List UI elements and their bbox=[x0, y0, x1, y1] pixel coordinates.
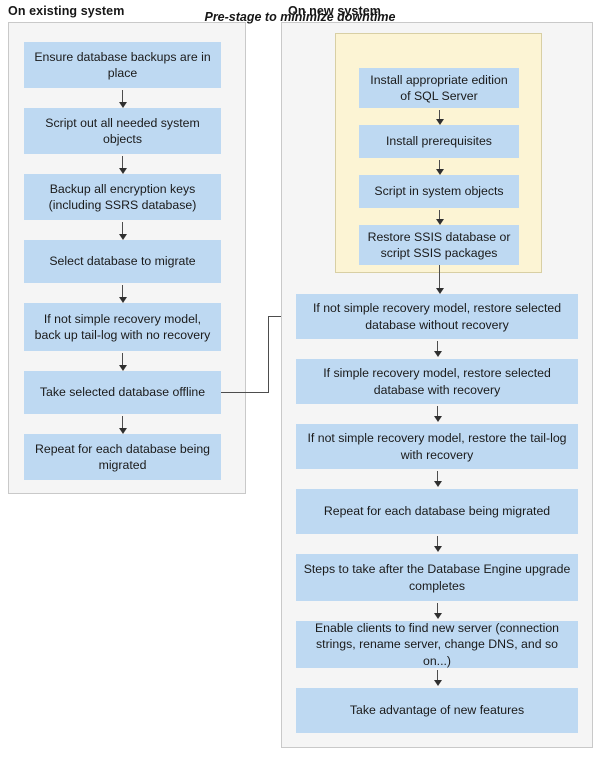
node-install-sql-server[interactable]: Install appropriate edition of SQL Serve… bbox=[359, 68, 519, 108]
connector-horizontal-from-offline bbox=[221, 392, 269, 394]
arrow-down bbox=[433, 341, 442, 357]
node-label: Repeat for each database being migrated bbox=[34, 441, 211, 473]
column-title-new-system: On new system bbox=[288, 4, 381, 18]
node-label: If not simple recovery model, back up ta… bbox=[34, 311, 211, 343]
prestage-group-label: Pre-stage to minimize downtime bbox=[204, 10, 396, 24]
node-label: Ensure database backups are in place bbox=[34, 49, 211, 81]
arrow-down bbox=[118, 90, 127, 108]
arrow-down bbox=[435, 210, 444, 225]
arrow-down bbox=[118, 416, 127, 434]
node-repeat-each-database[interactable]: Repeat for each database being migrated bbox=[24, 434, 221, 480]
node-restore-ssis-database[interactable]: Restore SSIS database or script SSIS pac… bbox=[359, 225, 519, 265]
node-ensure-backups[interactable]: Ensure database backups are in place bbox=[24, 42, 221, 88]
node-label: Install prerequisites bbox=[386, 134, 492, 149]
arrow-down bbox=[433, 536, 442, 552]
arrow-down bbox=[433, 670, 442, 686]
arrow-down bbox=[118, 285, 127, 303]
node-backup-tail-log[interactable]: If not simple recovery model, back up ta… bbox=[24, 303, 221, 351]
node-restore-without-recovery[interactable]: If not simple recovery model, restore se… bbox=[296, 294, 578, 339]
node-label: Steps to take after the Database Engine … bbox=[303, 562, 571, 593]
arrow-down bbox=[118, 156, 127, 174]
arrow-down bbox=[435, 110, 444, 125]
node-label: If not simple recovery model, restore se… bbox=[312, 301, 562, 332]
node-take-advantage-new-features[interactable]: Take advantage of new features bbox=[296, 688, 578, 733]
arrow-down bbox=[435, 160, 444, 175]
arrow-down bbox=[433, 406, 442, 422]
node-post-upgrade-steps[interactable]: Steps to take after the Database Engine … bbox=[296, 554, 578, 601]
node-label: Enable clients to find new server (conne… bbox=[314, 620, 560, 668]
connector-vertical-riser bbox=[267, 316, 269, 393]
node-label: Take advantage of new features bbox=[349, 703, 525, 718]
node-script-system-objects[interactable]: Script out all needed system objects bbox=[24, 108, 221, 154]
node-label: If simple recovery model, restore select… bbox=[323, 366, 551, 397]
node-label: Select database to migrate bbox=[49, 254, 196, 269]
node-install-prerequisites[interactable]: Install prerequisites bbox=[359, 125, 519, 158]
node-restore-with-recovery[interactable]: If simple recovery model, restore select… bbox=[296, 359, 578, 404]
connector-horizontal-into-restore bbox=[267, 316, 290, 318]
node-label: Backup all encryption keys (including SS… bbox=[48, 181, 197, 213]
arrow-down bbox=[433, 603, 442, 619]
node-label: Script in system objects bbox=[374, 184, 504, 199]
node-label: Install appropriate edition of SQL Serve… bbox=[370, 72, 508, 104]
node-backup-encryption-keys[interactable]: Backup all encryption keys (including SS… bbox=[24, 174, 221, 220]
node-label: Script out all needed system objects bbox=[45, 115, 200, 147]
node-label: Restore SSIS database or script SSIS pac… bbox=[367, 229, 511, 261]
node-label: Take selected database offline bbox=[39, 385, 206, 400]
node-label: Repeat for each database being migrated bbox=[323, 504, 551, 519]
column-title-existing-system: On existing system bbox=[8, 4, 125, 18]
node-label: If not simple recovery model, restore th… bbox=[307, 431, 567, 462]
node-repeat-each-database-new[interactable]: Repeat for each database being migrated bbox=[296, 489, 578, 534]
node-restore-tail-log[interactable]: If not simple recovery model, restore th… bbox=[296, 424, 578, 469]
arrow-down bbox=[118, 353, 127, 371]
arrow-down bbox=[118, 222, 127, 240]
node-enable-clients[interactable]: Enable clients to find new server (conne… bbox=[296, 621, 578, 668]
node-take-database-offline[interactable]: Take selected database offline bbox=[24, 371, 221, 414]
node-script-in-system-objects[interactable]: Script in system objects bbox=[359, 175, 519, 208]
arrow-down bbox=[433, 471, 442, 487]
arrow-down-prestage-exit bbox=[435, 265, 444, 294]
node-select-database-to-migrate[interactable]: Select database to migrate bbox=[24, 240, 221, 283]
